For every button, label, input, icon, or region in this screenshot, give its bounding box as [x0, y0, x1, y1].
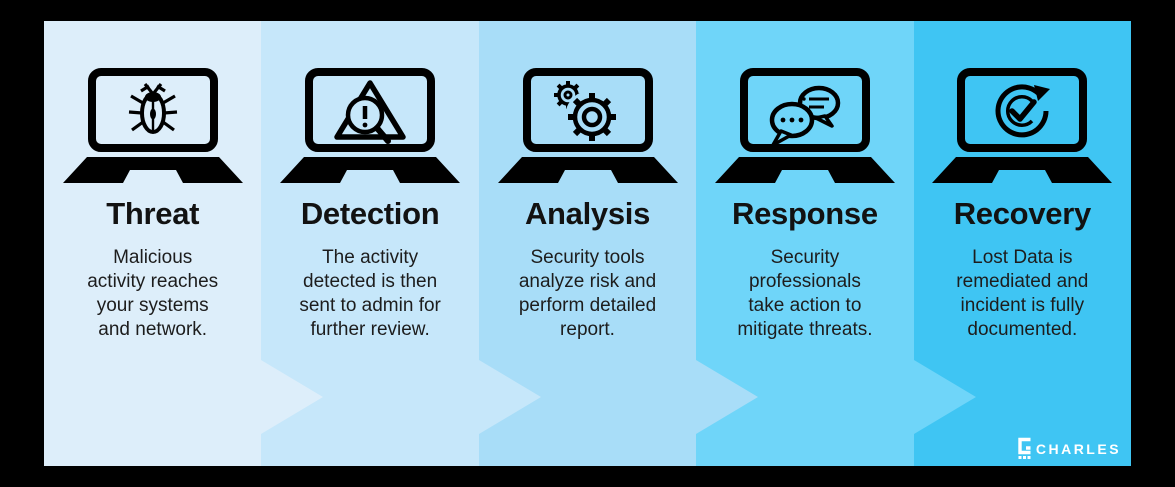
process-column-threat: Threat Malicious activity reaches your s… — [44, 21, 324, 466]
laptop-recovery-icon — [932, 68, 1113, 183]
laptop-chat-icon — [714, 68, 895, 183]
step-description: Security professionals take action to mi… — [737, 247, 873, 340]
step-description: The activity detected is then sent to ad… — [299, 247, 441, 340]
refresh-check-icon — [995, 84, 1051, 138]
step-title: Analysis — [524, 196, 651, 231]
gears-icon — [553, 81, 619, 144]
chevron-arrow — [913, 360, 976, 434]
step-description: Lost Data is remediated and incident is … — [956, 247, 1089, 340]
charles-logo: CHARLES — [1015, 436, 1121, 460]
chevron-arrow — [261, 360, 324, 434]
laptop-gears-icon — [497, 68, 678, 183]
chevron-arrow — [696, 360, 759, 434]
infographic-canvas: Threat Malicious activity reaches your s… — [44, 21, 1132, 466]
step-title: Recovery — [953, 196, 1092, 231]
laptop-warning-icon — [280, 68, 461, 183]
chevron-arrow — [478, 360, 541, 434]
chat-bubbles-icon — [769, 85, 841, 147]
warning-magnifier-icon — [334, 80, 406, 144]
logo-text: CHARLES — [1035, 441, 1122, 457]
bug-icon — [128, 83, 177, 134]
step-title: Threat — [106, 196, 200, 231]
logo-mark-icon — [1018, 437, 1031, 459]
step-title: Response — [732, 196, 878, 231]
step-description: Malicious activity reaches your systems … — [87, 247, 219, 340]
step-title: Detection — [300, 196, 440, 231]
laptop-bug-icon — [62, 68, 243, 183]
step-description: Security tools analyze risk and perform … — [518, 247, 657, 340]
